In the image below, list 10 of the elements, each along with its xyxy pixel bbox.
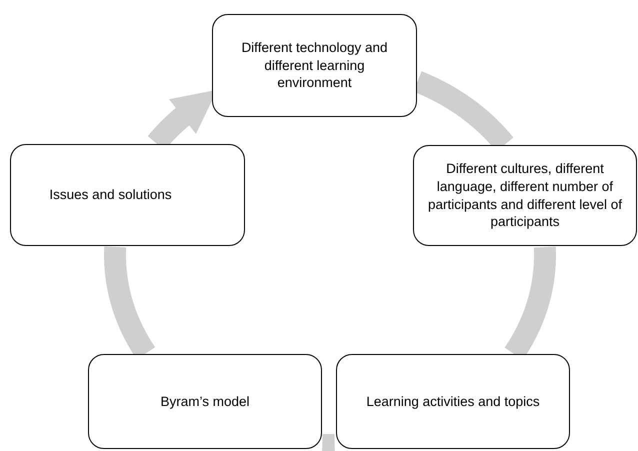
process-box: [10, 144, 245, 246]
box-label: Different technology and different learning environment: [240, 39, 389, 92]
process-box: [413, 145, 637, 246]
process-box: [212, 14, 417, 117]
box-label: Learning activities and topics: [366, 392, 540, 410]
process-box: [336, 354, 570, 449]
box-label: Issues and solutions: [49, 186, 172, 204]
process-box: [88, 354, 322, 449]
box-label: Different cultures, different language, different number of participants and different level of participants: [426, 160, 624, 231]
box-label: Byram’s model: [160, 392, 250, 410]
